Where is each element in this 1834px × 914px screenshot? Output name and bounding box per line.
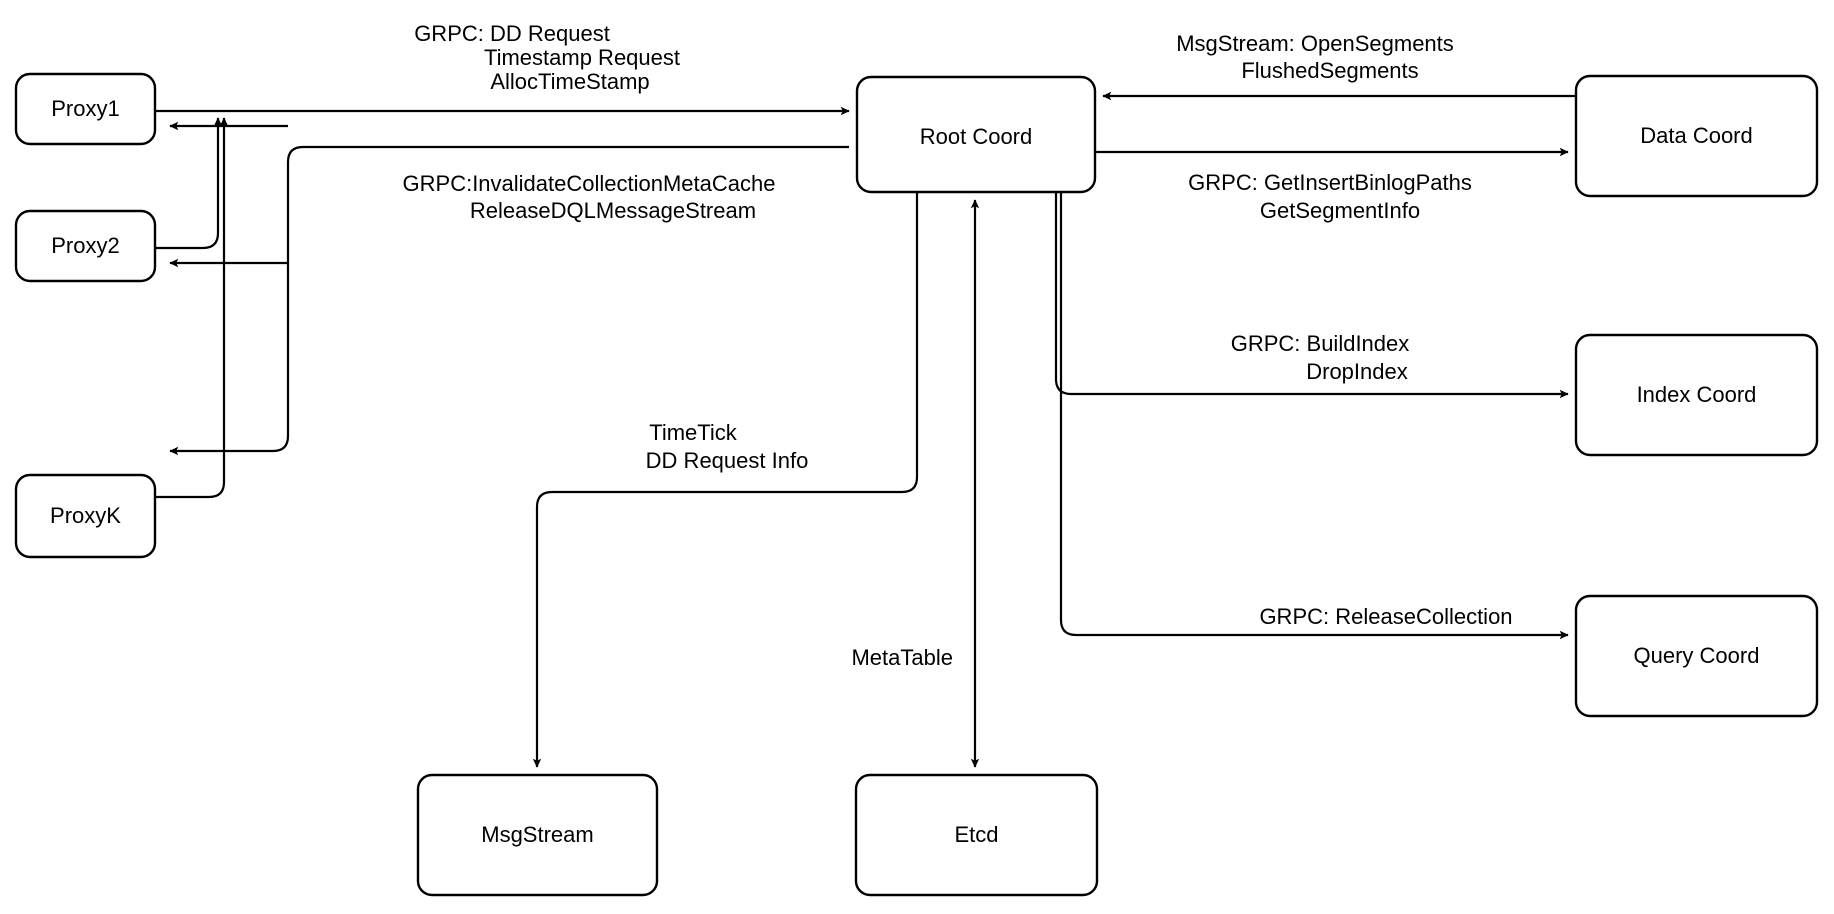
node-proxy1-label: Proxy1 <box>51 96 119 121</box>
edge-label-metatable: MetaTable <box>851 645 953 670</box>
edge-label-get-segment-info: GetSegmentInfo <box>1260 198 1420 223</box>
edge-rootcoord-return-bus <box>169 145 849 456</box>
node-msgstream-shape[interactable] <box>416 773 659 897</box>
node-etcd[interactable]: Etcd <box>854 773 1099 897</box>
edge-proxyk-to-bus <box>155 117 229 499</box>
edge-label-flushed-segments: FlushedSegments <box>1241 58 1418 83</box>
node-query-coord-label: Query Coord <box>1634 643 1760 668</box>
node-proxyk-shape[interactable] <box>14 473 157 559</box>
node-query-coord[interactable]: Query Coord <box>1574 594 1819 718</box>
node-msgstream-label: MsgStream <box>481 822 593 847</box>
node-data-coord-shape[interactable] <box>1574 74 1819 198</box>
edge-label-dd-request-info: DD Request Info <box>646 448 809 473</box>
node-index-coord-shape[interactable] <box>1574 333 1819 457</box>
node-proxy2-shape[interactable] <box>14 209 157 283</box>
node-proxyk-label: ProxyK <box>50 503 121 528</box>
edge-label-msgstream-opensegments: MsgStream: OpenSegments <box>1176 31 1454 56</box>
edge-label-timestamp-request: Timestamp Request <box>484 45 680 70</box>
node-etcd-label: Etcd <box>954 822 998 847</box>
node-data-coord[interactable]: Data Coord <box>1574 74 1819 198</box>
node-root-coord[interactable]: Root Coord <box>855 75 1097 194</box>
edge-label-drop-index: DropIndex <box>1306 359 1408 384</box>
edge-label-alloc-timestamp: AllocTimeStamp <box>490 69 649 94</box>
edge-label-build-index: GRPC: BuildIndex <box>1231 331 1410 356</box>
node-root-coord-shape[interactable] <box>855 75 1097 194</box>
edge-label-get-insert-binlog-paths: GRPC: GetInsertBinlogPaths <box>1188 170 1472 195</box>
edge-rootcoord-to-msgstream <box>532 192 919 768</box>
node-proxy2-label: Proxy2 <box>51 233 119 258</box>
edge-proxy2-to-bus <box>155 117 223 250</box>
edge-label-release-collection: GRPC: ReleaseCollection <box>1259 604 1512 629</box>
node-proxy1-shape[interactable] <box>14 72 157 146</box>
node-msgstream[interactable]: MsgStream <box>416 773 659 897</box>
edge-label-grpc-dd-request: GRPC: DD Request <box>414 21 610 46</box>
node-proxy1[interactable]: Proxy1 <box>14 72 157 146</box>
edge-rootcoord-to-indexcoord <box>1054 192 1569 399</box>
edge-label-release-dql-messagestream: ReleaseDQLMessageStream <box>470 198 756 223</box>
node-root-coord-label: Root Coord <box>920 124 1033 149</box>
edge-label-invalidate-collection-metacache: GRPC:InvalidateCollectionMetaCache <box>403 171 776 196</box>
node-query-coord-shape[interactable] <box>1574 594 1819 718</box>
node-proxyk[interactable]: ProxyK <box>14 473 157 559</box>
node-data-coord-label: Data Coord <box>1640 123 1753 148</box>
node-index-coord-label: Index Coord <box>1637 382 1757 407</box>
node-etcd-shape[interactable] <box>854 773 1099 897</box>
edge-label-timetick: TimeTick <box>649 420 738 445</box>
node-index-coord[interactable]: Index Coord <box>1574 333 1819 457</box>
node-proxy2[interactable]: Proxy2 <box>14 209 157 283</box>
edge-rootcoord-to-querycoord <box>1059 192 1569 640</box>
